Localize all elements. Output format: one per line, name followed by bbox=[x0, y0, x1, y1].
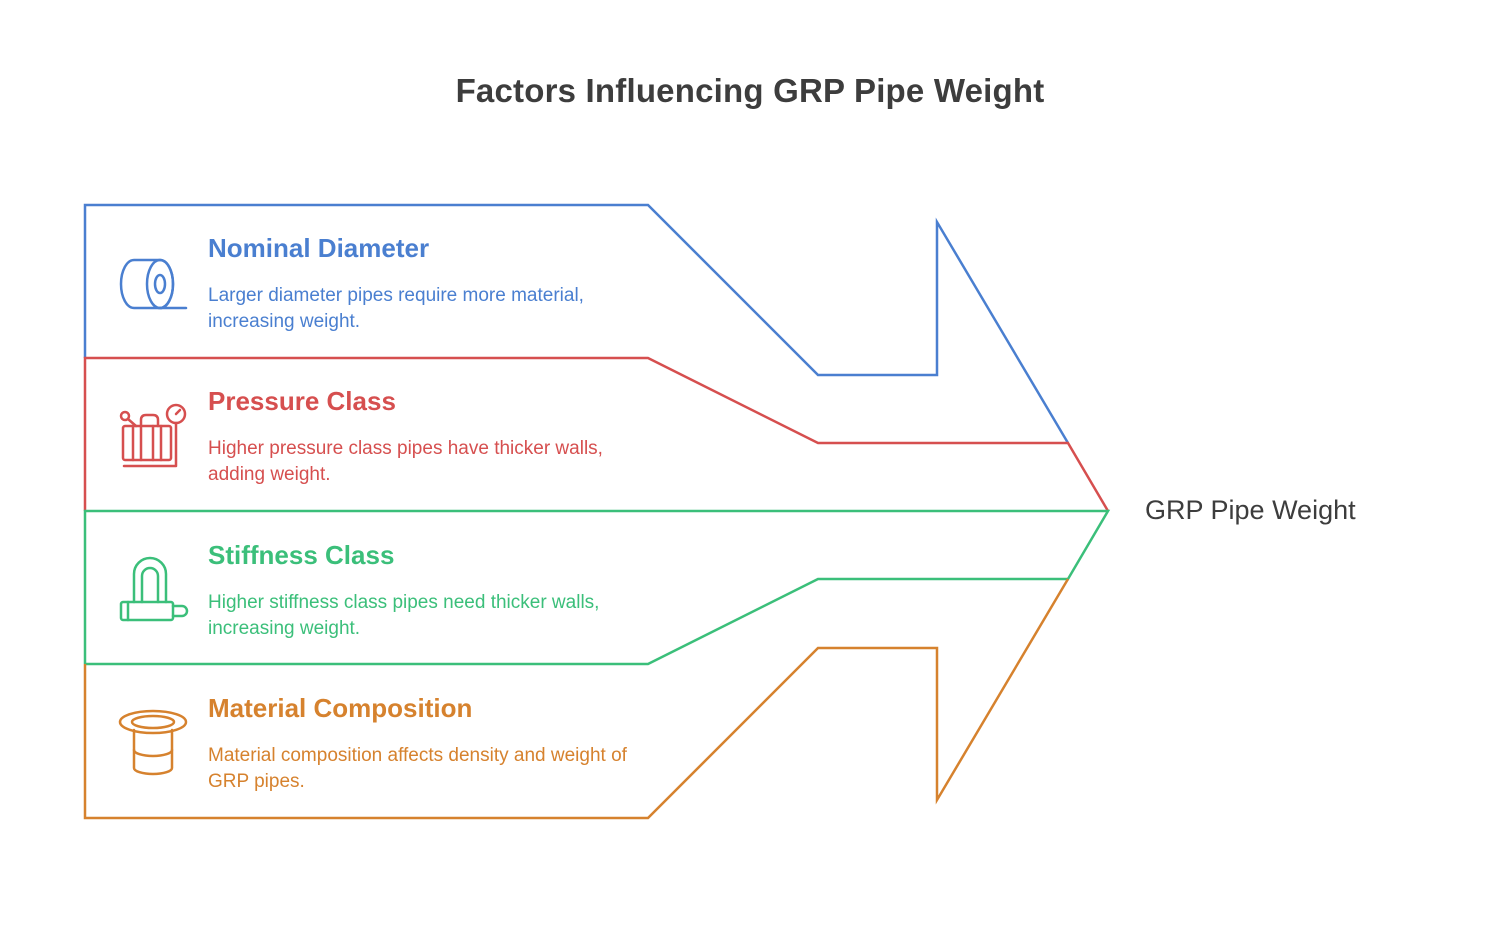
factor-title-stiffness-class: Stiffness Class bbox=[208, 540, 395, 570]
diagram-title: Factors Influencing GRP Pipe Weight bbox=[455, 72, 1045, 109]
layered-cylinder-icon bbox=[118, 709, 188, 776]
band-nominal-diameter bbox=[83, 203, 1070, 444]
pressure-gauge-icon bbox=[119, 403, 187, 468]
factor-description-material-composition: Material composition affects density and… bbox=[208, 745, 627, 792]
factor-title-pressure-class: Pressure Class bbox=[208, 386, 396, 416]
u-clamp-icon bbox=[119, 556, 189, 622]
factor-title-nominal-diameter: Nominal Diameter bbox=[208, 233, 430, 263]
band-pressure-class bbox=[83, 356, 1110, 512]
factor-title-material-composition: Material Composition bbox=[208, 693, 473, 723]
band-material-composition bbox=[83, 578, 1070, 820]
factor-description-nominal-diameter: Larger diameter pipes require more mater… bbox=[208, 285, 584, 332]
target-label: GRP Pipe Weight bbox=[1145, 495, 1356, 525]
pipe-roll-icon bbox=[119, 258, 188, 310]
factor-description-stiffness-class: Higher stiffness class pipes need thicke… bbox=[208, 592, 600, 639]
factor-description-pressure-class: Higher pressure class pipes have thicker… bbox=[208, 438, 603, 485]
